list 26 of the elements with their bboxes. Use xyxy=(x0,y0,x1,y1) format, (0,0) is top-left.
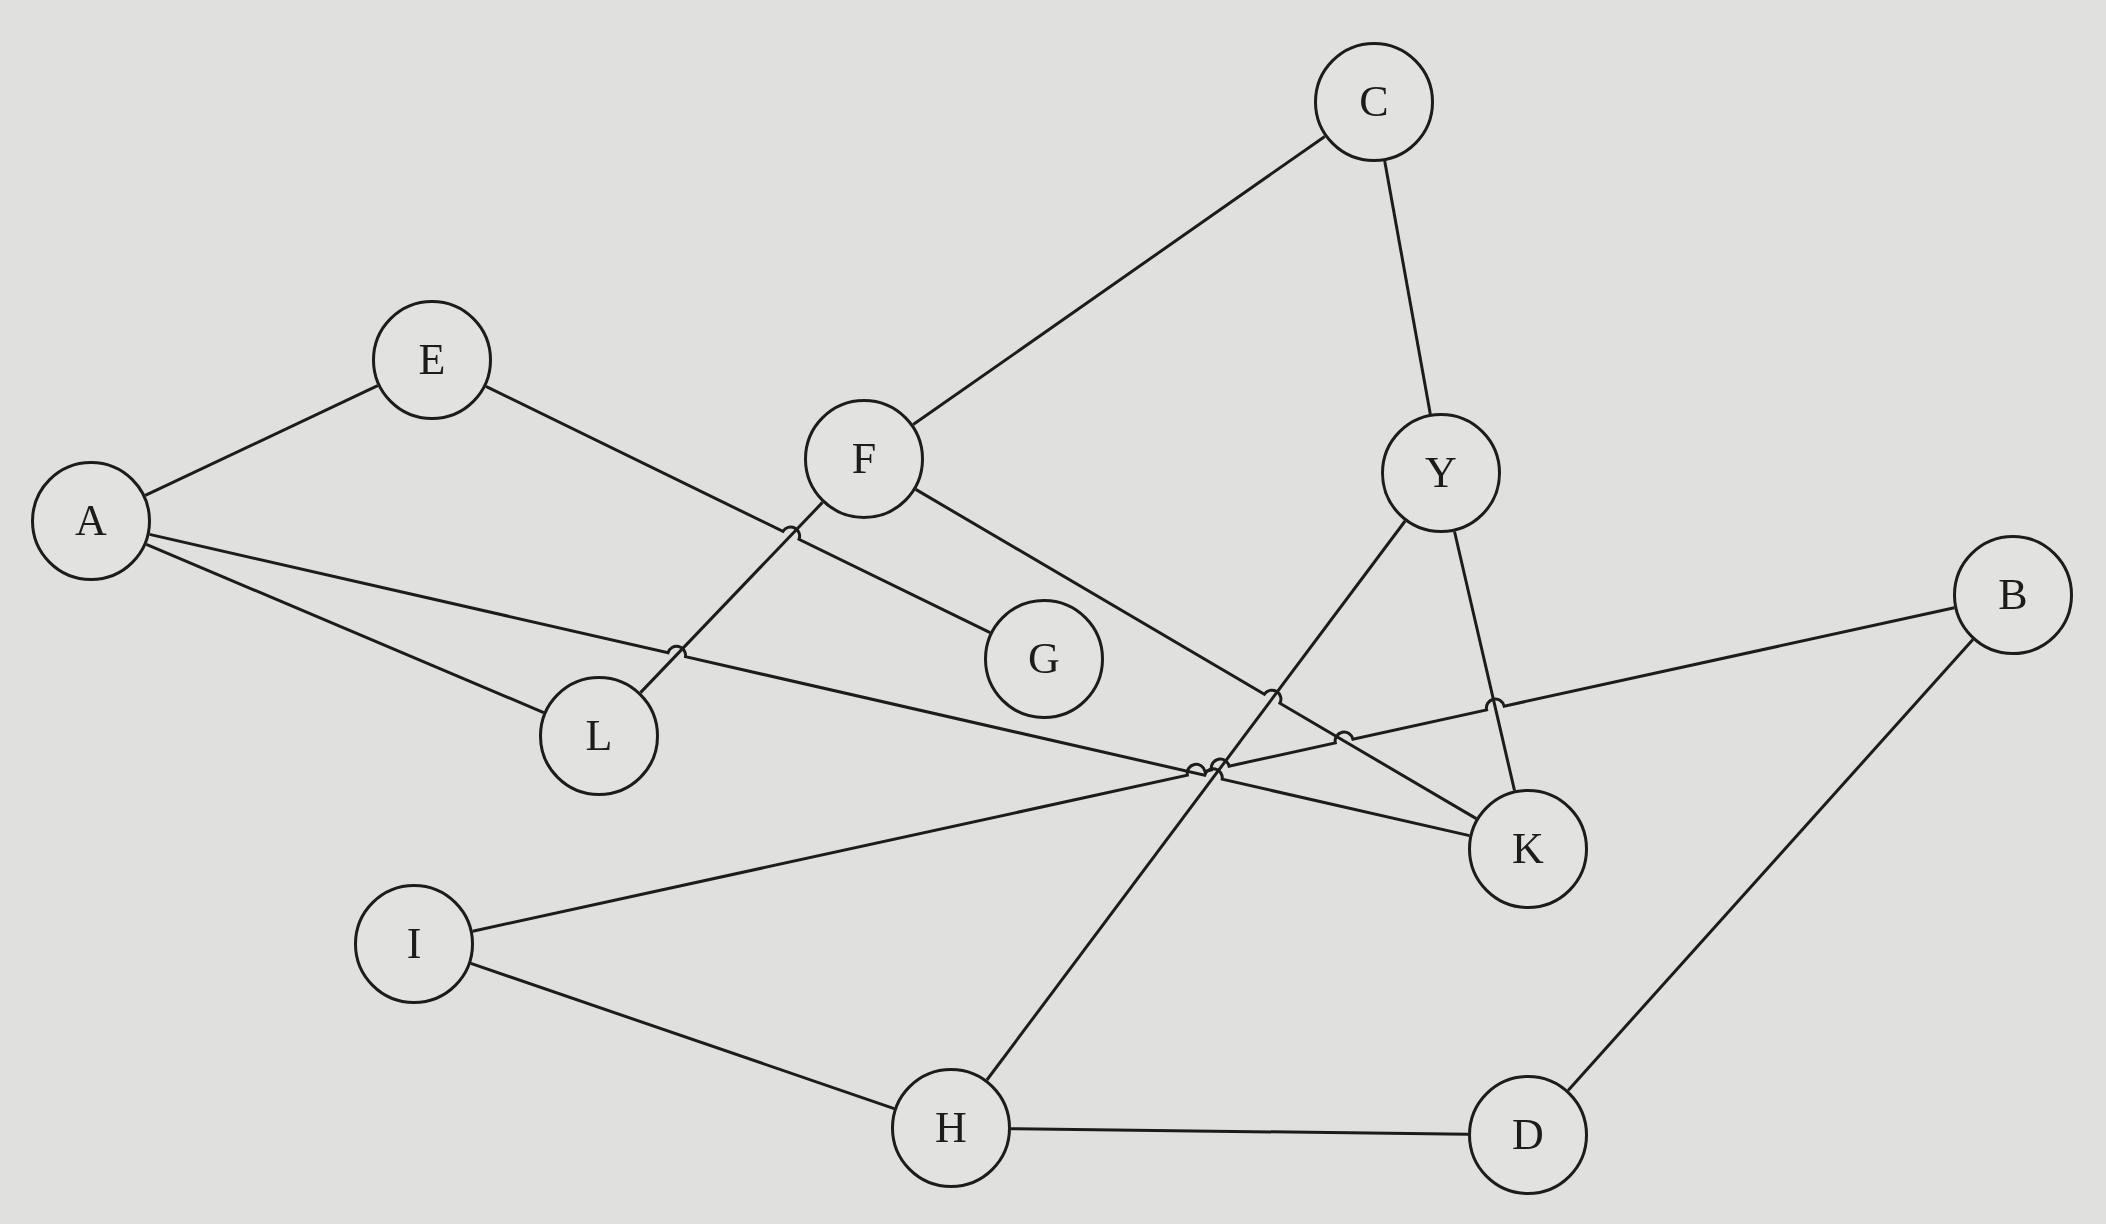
connector-line xyxy=(144,384,379,497)
connector-line xyxy=(149,532,1470,838)
connector-line xyxy=(485,384,991,635)
node-label: E xyxy=(418,338,446,382)
node-label: H xyxy=(935,1106,967,1150)
connector-line xyxy=(914,488,1478,820)
connector-line xyxy=(145,543,545,714)
connector-line xyxy=(1567,638,1974,1092)
connector-line xyxy=(912,135,1326,426)
node-label: L xyxy=(585,714,613,758)
node-label: D xyxy=(1512,1113,1544,1157)
node-label: F xyxy=(851,437,877,481)
node-label: K xyxy=(1512,827,1544,871)
connector-line xyxy=(1383,160,1432,415)
node-label: I xyxy=(406,922,422,966)
node-label: A xyxy=(75,499,107,543)
node-label: B xyxy=(1998,573,2028,617)
connector-line xyxy=(985,520,1407,1081)
connector-line xyxy=(470,962,895,1110)
node-label: Y xyxy=(1425,451,1457,495)
connector-line xyxy=(472,606,1955,933)
node-label: G xyxy=(1028,637,1060,681)
node-label: C xyxy=(1359,80,1389,124)
connector-line xyxy=(639,501,824,694)
connector-line xyxy=(1011,1127,1468,1136)
connector-line xyxy=(1453,531,1516,791)
